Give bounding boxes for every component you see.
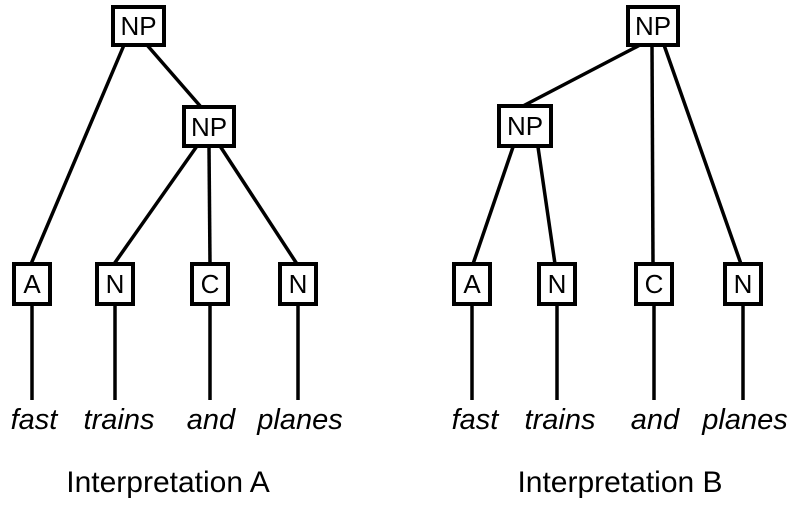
edge-a-inner-np-to-n2	[218, 145, 299, 265]
tree-a-root-np-node: NP	[111, 5, 166, 47]
tree-a-inner-np-node: NP	[182, 105, 236, 148]
edge-b-inner-np-to-a	[471, 146, 515, 265]
tree-a-word-trains: trains	[83, 404, 155, 436]
tree-b-word-and: and	[630, 404, 680, 436]
edge-b-root-to-c	[650, 44, 655, 265]
edge-a-inner-np-to-n1	[112, 144, 199, 266]
tree-b-word-fast: fast	[451, 404, 499, 436]
edge-b-root-to-inner-np	[522, 43, 641, 108]
edge-b-root-to-n2	[662, 44, 743, 265]
tree-b-root-np-node: NP	[626, 5, 680, 47]
caption-interpretation-b: Interpretation B	[517, 466, 723, 499]
tree-a-conjunction-node: C	[190, 262, 230, 306]
tree-a-word-and: and	[186, 404, 236, 436]
tree-b-conjunction-node: C	[634, 262, 674, 306]
tree-a-word-planes: planes	[257, 404, 343, 436]
tree-b-inner-np-node: NP	[497, 104, 553, 148]
tree-a-word-fast: fast	[10, 404, 58, 436]
edge-a-root-to-a	[29, 44, 126, 265]
caption-interpretation-a: Interpretation A	[66, 466, 270, 499]
tree-a-adjective-node: A	[12, 262, 52, 306]
edge-a-root-to-inner-np	[145, 43, 203, 109]
edge-b-inner-np-to-n1	[536, 146, 557, 265]
edge-a-inner-np-to-c	[207, 145, 212, 265]
tree-b-noun2-node: N	[723, 262, 763, 306]
tree-b-word-planes: planes	[702, 404, 788, 436]
tree-b-noun1-node: N	[537, 262, 577, 306]
tree-b-word-trains: trains	[524, 404, 596, 436]
tree-a-noun1-node: N	[95, 262, 135, 306]
tree-b-adjective-node: A	[452, 262, 492, 306]
tree-a-noun2-node: N	[278, 262, 318, 306]
